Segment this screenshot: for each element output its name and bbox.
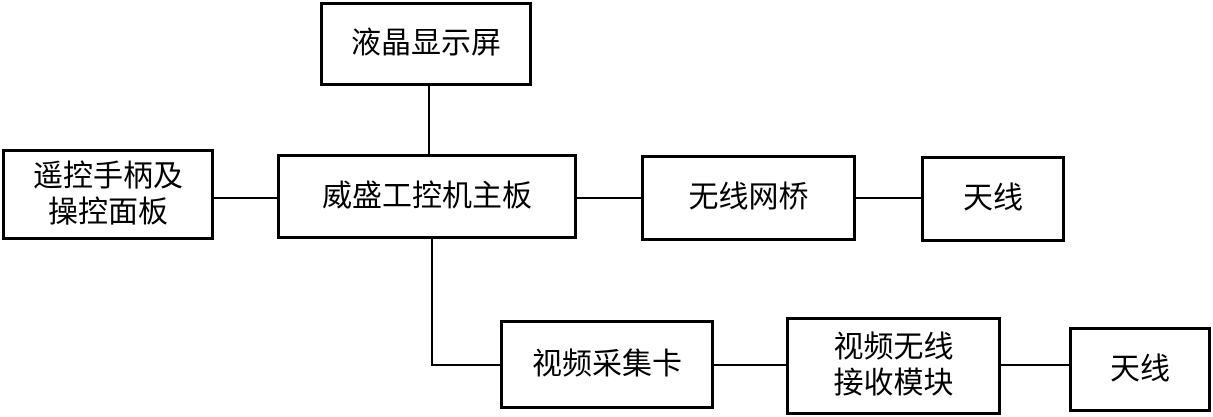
connector-lcd-mainboard	[428, 85, 430, 155]
antenna-top-box: 天线	[921, 156, 1065, 242]
video-capture-card-label: 视频采集卡	[532, 346, 682, 382]
antenna-bottom-box: 天线	[1069, 327, 1211, 412]
mainboard-box: 威盛工控机主板	[277, 154, 577, 239]
connector-remote-mainboard	[212, 197, 278, 199]
connector-capture-receiver	[713, 364, 787, 366]
video-capture-card-box: 视频采集卡	[500, 320, 714, 409]
remote-control-label-line2: 操控面板	[48, 194, 168, 230]
connector-mainboard-down	[431, 238, 433, 366]
connector-mainboard-bridge	[576, 197, 642, 199]
lcd-display-box: 液晶显示屏	[320, 2, 532, 86]
connector-down-capture	[431, 364, 501, 366]
remote-control-panel-box: 遥控手柄及 操控面板	[2, 149, 214, 240]
video-wireless-receiver-box: 视频无线 接收模块	[786, 317, 1001, 415]
lcd-display-label: 液晶显示屏	[351, 26, 501, 61]
wireless-bridge-box: 无线网桥	[641, 155, 856, 241]
video-wireless-receiver-label-line2: 接收模块	[833, 366, 954, 401]
antenna-top-label: 天线	[963, 181, 1023, 216]
mainboard-label: 威盛工控机主板	[322, 178, 532, 214]
wireless-bridge-label: 无线网桥	[688, 180, 809, 215]
connector-bridge-antenna	[855, 197, 922, 199]
antenna-bottom-label: 天线	[1110, 351, 1170, 387]
remote-control-label-line1: 遥控手柄及	[33, 158, 183, 194]
video-wireless-receiver-label-line1: 视频无线	[833, 330, 954, 365]
connector-receiver-antenna	[1000, 364, 1070, 366]
